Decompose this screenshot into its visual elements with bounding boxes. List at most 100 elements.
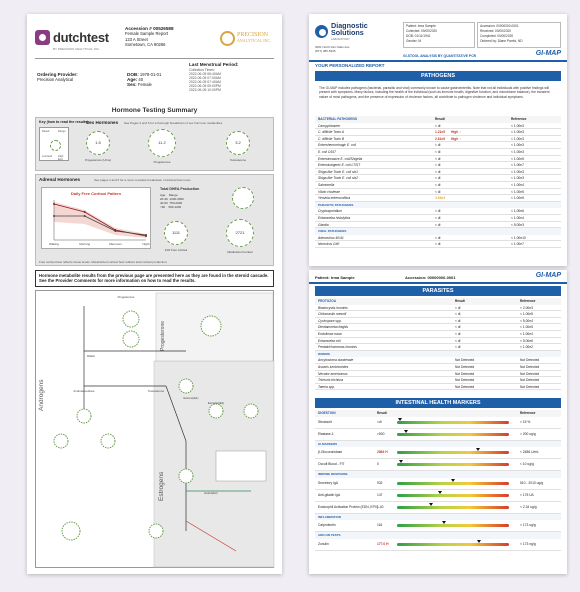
- cell-r: < dl: [435, 143, 441, 148]
- gimap-brand: GI-MAP: [535, 50, 561, 57]
- cell-r: >500: [377, 431, 385, 436]
- gimap-report: Diagnostic Solutions LABORATORY 3001 Nor…: [309, 14, 567, 574]
- result-marker-icon: [398, 417, 403, 421]
- table-row: Pentatrichomonas hominis< dl< 1.00e2: [315, 344, 561, 351]
- header-cell: Reference: [520, 411, 536, 415]
- cell-r: Not Detected: [455, 364, 475, 369]
- cell-n: Enterotoxigenic E. coli LT/ST: [318, 163, 361, 168]
- table-row: Cyclospora spp.< dl< 5.00e4: [315, 318, 561, 325]
- subsection-header: ADD-ON TESTS: [315, 532, 561, 539]
- header-cell: Result: [377, 411, 387, 415]
- series-line: [54, 215, 147, 236]
- header-divider: [309, 282, 567, 284]
- gauge-free-cortisol: [164, 221, 188, 245]
- node-gauge: [148, 523, 164, 539]
- node-label: Progesterone: [117, 295, 135, 299]
- address-line: (877) 485-5336: [315, 48, 336, 53]
- cell-ref: 510 - 2010 ug/g: [520, 480, 544, 485]
- cell-f: High ↑: [451, 130, 461, 135]
- cell-n: Steatocrit: [318, 419, 332, 424]
- cell-r: < dl: [435, 169, 441, 174]
- dhea-cell: 1300-3000: [169, 197, 184, 201]
- key-gauge-icon: [50, 140, 61, 151]
- cell-r: < dl: [455, 318, 461, 323]
- table-row: E. coli O157< dl< 1.00e3: [315, 149, 561, 156]
- cell-n: C. difficile Toxin A: [318, 130, 344, 135]
- cell-ref: < 1.00e5: [511, 156, 524, 161]
- cell-ref: Not Detected: [520, 378, 540, 383]
- marker-row: Elastase-1>500> 200 ug/g: [315, 429, 561, 441]
- cell-n: Norovirus GI/II: [318, 242, 340, 247]
- node-gauge: [243, 403, 259, 419]
- lab-name-line: Solutions: [331, 28, 364, 38]
- cell-ref: < 1.00e3: [511, 149, 524, 154]
- cell-n: Dientamoeba fragilis: [318, 325, 349, 330]
- accession-number: Accession # 00526588: [125, 26, 174, 31]
- dutch-logo-text: dutchtest: [53, 30, 109, 45]
- node-label: DHEA: [87, 354, 95, 358]
- table-row: Cryptosporidium< dl< 1.00e6: [315, 208, 561, 215]
- key-legend-item: Range: [58, 130, 66, 133]
- dhea-cell: 20-39: [160, 197, 168, 201]
- cell-ref: < 1.00e3: [511, 136, 524, 141]
- node-gauge: [178, 468, 194, 484]
- dhea-table: Age Range 20-39 1300-3000 40-60 750-2000…: [160, 193, 184, 209]
- gauge-label: 24hr Free Cortisol: [164, 248, 188, 252]
- collection-time: 2022-06-05 07:40AM: [189, 79, 221, 84]
- table-header: PROTOZOA Result Reference: [315, 298, 561, 305]
- accession-info-line: Accession: 00000000-0001: [480, 24, 519, 28]
- dutch-logo-subtitle: BY PRECISION ANALYTICAL INC.: [53, 47, 100, 51]
- cell-ref: Not Detected: [520, 364, 540, 369]
- pathogens-intro: The GI-MAP includes pathogens (bacterial…: [319, 86, 550, 99]
- node-gauge: [200, 315, 222, 337]
- cell-r: 2.61e5: [435, 136, 446, 141]
- node-gauge: [122, 330, 140, 348]
- address-line: 3001 North Fair Oaks Ave: [315, 45, 350, 49]
- address-line: 123 A Street: [125, 36, 148, 42]
- dob-label: DOB:: [127, 72, 139, 77]
- ordering-label: Ordering Provider:: [37, 72, 78, 77]
- lab-address: 3001 North Fair Oaks Ave (877) 485-5336: [315, 45, 350, 54]
- cell-n: Giardia: [318, 222, 329, 227]
- patient-info-line: Gender: M: [406, 39, 422, 43]
- cell-r: < dl: [435, 215, 441, 220]
- cell-ref: < 1.00e4: [520, 331, 533, 336]
- header-cell: Reference: [511, 117, 527, 121]
- dhea-table-title: Total DHEA Production: [160, 187, 200, 191]
- range-band: [54, 202, 146, 238]
- address-line: Sometown, CA 90266: [125, 42, 166, 48]
- ordering-provider-block: Ordering Provider: Precision Analytical: [37, 72, 78, 82]
- result-marker-icon: [428, 502, 433, 506]
- table-header: DIGESTION Result Reference: [315, 410, 561, 417]
- cell-ref: < 2.34 ug/g: [520, 504, 537, 509]
- accession-info-box: Accession: 00000000-0001 Received: 00/00…: [477, 22, 561, 48]
- estrogens-label: Estrogens: [158, 471, 165, 501]
- phase-ratio-box: [215, 450, 267, 482]
- cell-n: Cryptosporidium: [318, 209, 343, 214]
- cell-r: < dl: [435, 176, 441, 181]
- cell-ref: Not Detected: [520, 358, 540, 363]
- gauge-label: Metabolized Cortisol: [227, 250, 253, 254]
- age-value: 40: [138, 77, 144, 83]
- subsection-header: WORMS: [315, 350, 561, 358]
- accession-info-line: Completed: 00/00/2020: [480, 34, 514, 38]
- chart-axis: [53, 200, 146, 241]
- gauge-dhea: [232, 187, 254, 209]
- node-label: Estriol(E3): [204, 491, 218, 495]
- gauge-value: 11.2: [158, 140, 166, 145]
- cell-r: < dl: [435, 209, 441, 214]
- cell-n: Salmonella: [318, 182, 335, 187]
- result-marker-icon: [399, 460, 404, 464]
- table-header: BACTERIAL PATHOGENS Result Reference: [315, 116, 561, 123]
- node-label: Testosterone: [147, 389, 164, 393]
- pathogens-section-header: PATHOGENS: [315, 71, 561, 81]
- cell-n: Entamoeba coli: [318, 338, 341, 343]
